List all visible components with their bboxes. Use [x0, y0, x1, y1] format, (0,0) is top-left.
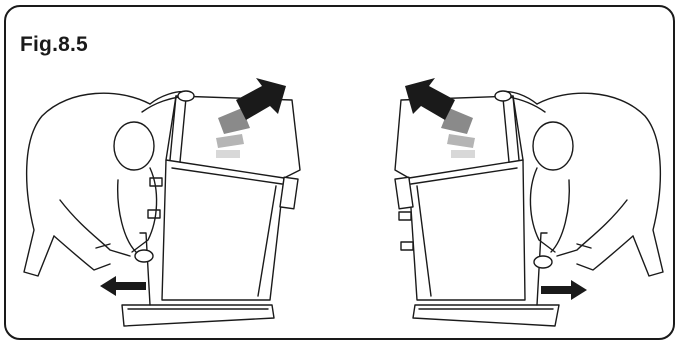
right-panel	[395, 78, 663, 326]
right-push-arrow	[541, 280, 587, 300]
left-panel	[24, 78, 300, 326]
figure-label: Fig.8.5	[20, 33, 88, 57]
left-push-arrow	[100, 276, 146, 296]
